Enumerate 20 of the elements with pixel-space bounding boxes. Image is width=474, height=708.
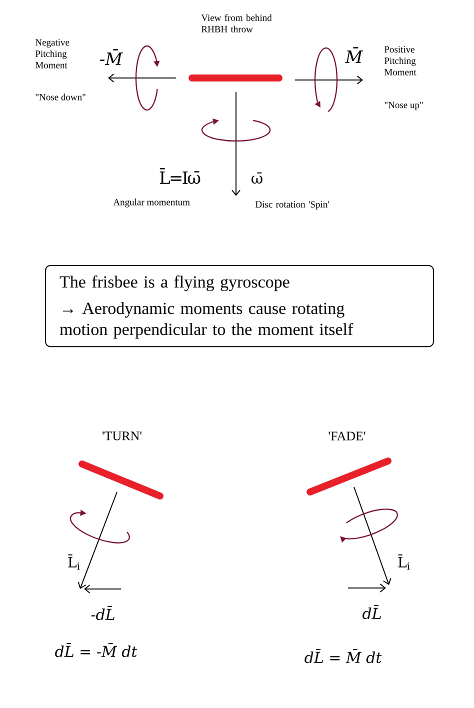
moment-label: Negative Pitching Moment	[35, 39, 70, 68]
vector-label: ω̄	[252, 172, 262, 184]
note-text: "Nose up"	[384, 102, 423, 110]
axis-label: Disc rotation 'Spin'	[255, 201, 329, 210]
text-box: The frisbee is a flying gyroscope → Aerodynamic moments cause rotating motion perpendicular to the moment itself	[45, 265, 434, 348]
formula-label: L̄=Iω̄	[160, 168, 200, 184]
caption-text: View from behind RHBH throw	[201, 14, 272, 32]
moment-label: Positive Pitching Moment	[384, 46, 416, 76]
formula-label: dL̄ = M̄ dt	[304, 648, 382, 664]
title-text: 'FADE'	[328, 432, 366, 440]
vector-label: dL̄	[362, 604, 381, 620]
formula-label: dL̄ = -M̄ dt	[55, 642, 138, 658]
note-text: "Nose down"	[36, 94, 86, 100]
vector-label: M̄	[345, 47, 364, 63]
vector-label: -dL̄	[91, 606, 114, 620]
title-text: 'TURN'	[102, 432, 142, 440]
vector-label: -M̄	[100, 49, 123, 65]
vector-label: L̄$_{i}$	[68, 554, 80, 570]
vector-label: L̄$_{i}$	[398, 554, 410, 570]
axis-label: Angular momentum	[113, 198, 190, 208]
